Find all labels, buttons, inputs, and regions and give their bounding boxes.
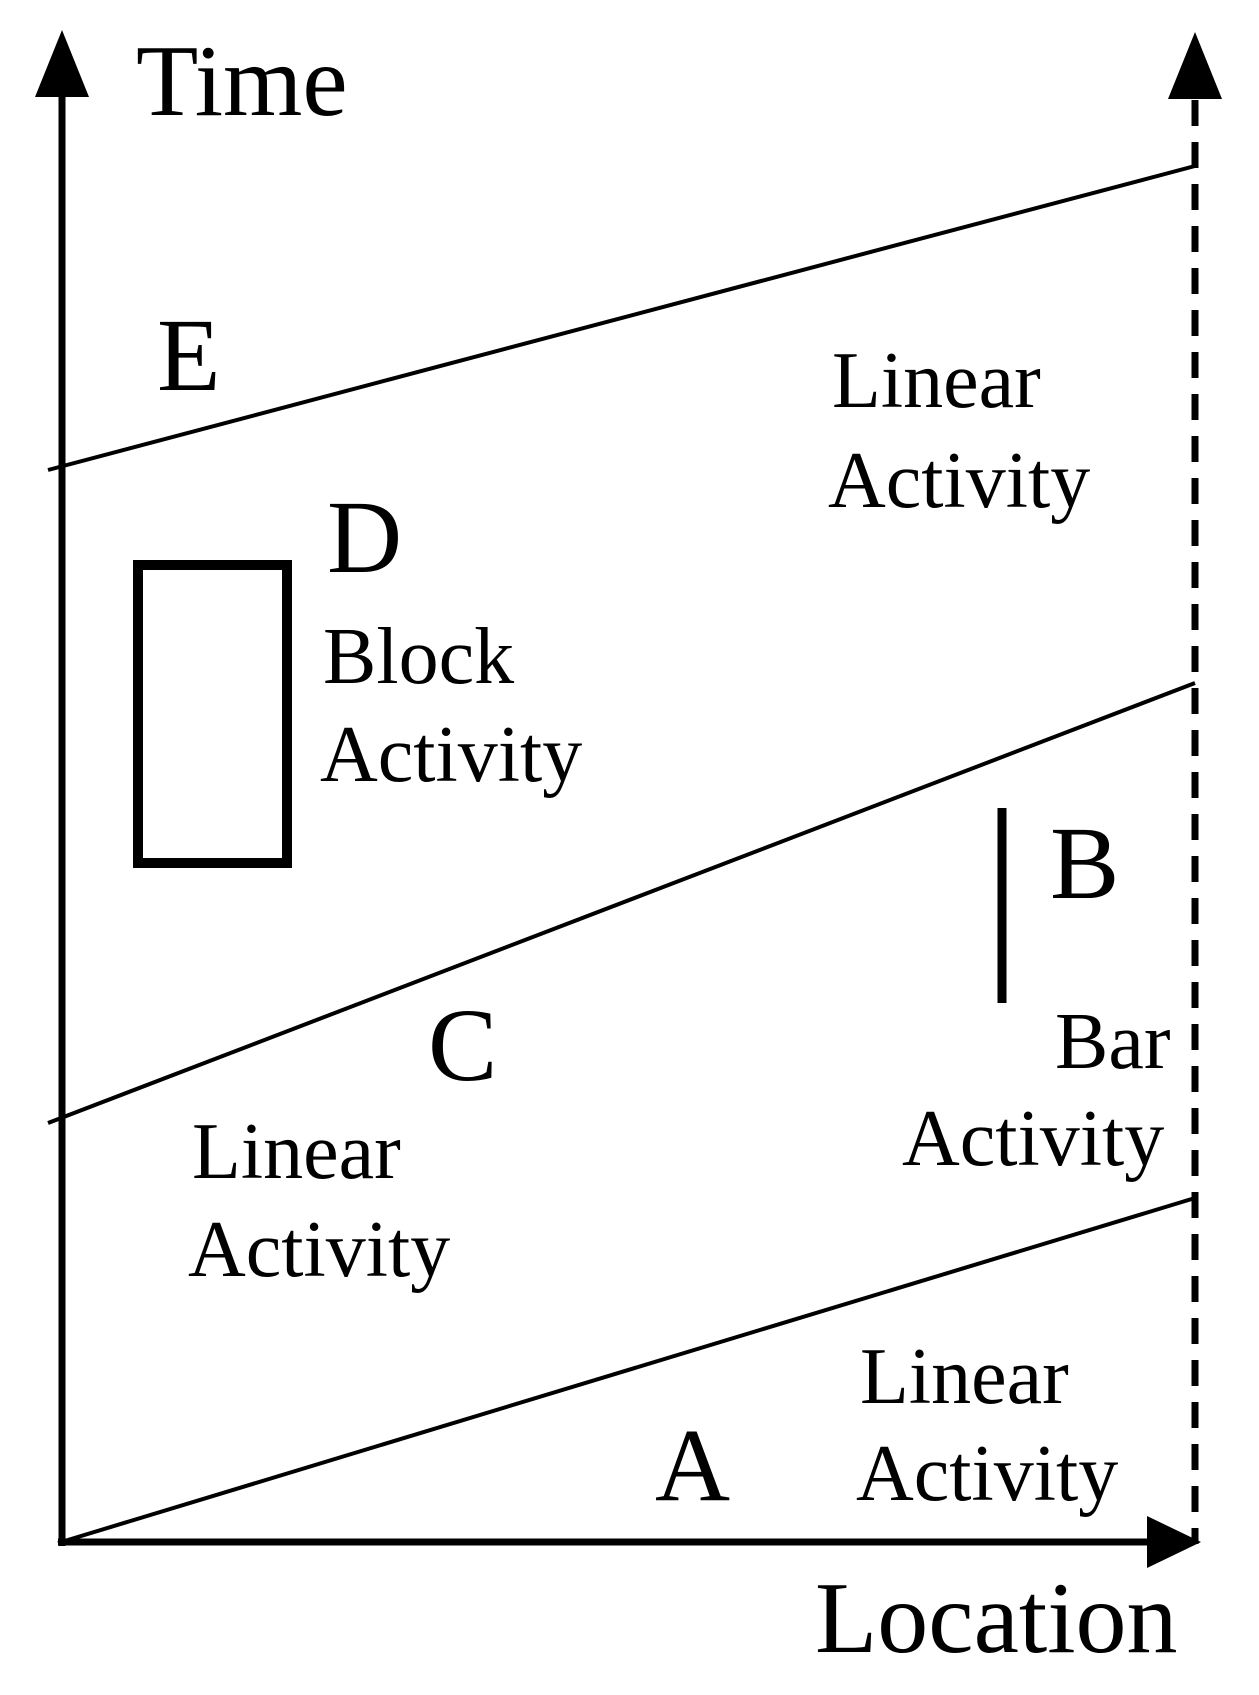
time-axis-label: Time bbox=[136, 25, 348, 138]
caption-bar-activity-line1: Bar bbox=[1055, 998, 1171, 1086]
linear-activity-line-e bbox=[47, 164, 1196, 472]
activity-letter-c: C bbox=[428, 988, 497, 1103]
caption-block-activity-line1: Block bbox=[323, 613, 514, 701]
right-boundary-arrowhead-icon bbox=[1168, 32, 1222, 99]
activity-letter-e: E bbox=[157, 298, 221, 413]
caption-linear-activity-c-line2: Activity bbox=[188, 1206, 450, 1294]
linear-activity-line-a bbox=[57, 1196, 1196, 1545]
activity-letter-b: B bbox=[1050, 806, 1119, 921]
caption-linear-activity-e-line1: Linear bbox=[832, 337, 1041, 425]
caption-linear-activity-a-line2: Activity bbox=[856, 1430, 1118, 1518]
caption-block-activity-line2: Activity bbox=[320, 711, 582, 799]
location-axis-arrowhead-icon bbox=[1147, 1516, 1201, 1568]
location-axis-label: Location bbox=[815, 1562, 1178, 1675]
caption-linear-activity-a-line1: Linear bbox=[860, 1333, 1069, 1421]
time-axis-arrowhead-icon bbox=[35, 30, 89, 97]
activity-letter-a: A bbox=[655, 1408, 730, 1523]
activity-letter-d: D bbox=[327, 480, 402, 595]
caption-linear-activity-e-line2: Activity bbox=[828, 437, 1090, 525]
block-activity-rect bbox=[133, 560, 292, 868]
caption-linear-activity-c-line1: Linear bbox=[192, 1108, 401, 1196]
caption-bar-activity-line2: Activity bbox=[902, 1095, 1164, 1183]
linear-activity-line-c bbox=[47, 681, 1196, 1125]
